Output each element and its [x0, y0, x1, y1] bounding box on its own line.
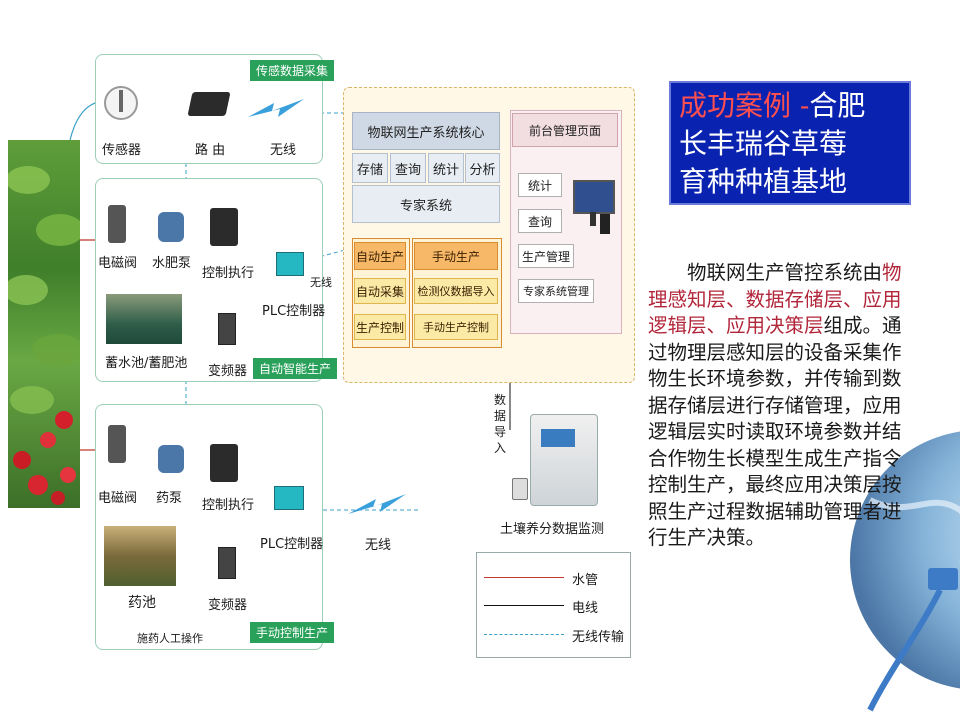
- title-suffix: 合肥: [809, 89, 866, 122]
- fertilizer-pump-icon: [158, 212, 184, 242]
- mid-valve-label: 电磁阀: [98, 256, 138, 271]
- water-pool-photo: [106, 294, 182, 344]
- manual-production-title: 手动生产: [414, 242, 498, 270]
- solenoid-valve-icon: [108, 205, 126, 243]
- bottom-valve-label: 电磁阀: [98, 491, 138, 506]
- core-expert-system: 专家系统: [352, 185, 500, 223]
- handheld-sensor-icon: [512, 478, 528, 500]
- description-text: 物联网生产管控系统由物理感知层、数据存储层、应用逻辑层、应用决策层组成。通过物理…: [648, 260, 910, 552]
- legend-wireless-label: 无线传输: [572, 630, 625, 645]
- strawberry-illustration: [8, 166, 80, 505]
- manual-spray-label: 施药人工操作: [137, 632, 203, 645]
- core-cell-query: 查询: [390, 153, 426, 183]
- router-icon: [187, 92, 231, 116]
- desc-part-1: 物联网生产管控系统由: [687, 261, 883, 284]
- mid-pump-label: 水肥泵: [152, 256, 192, 271]
- legend-water-line: [484, 577, 564, 578]
- title-prefix: 成功案例: [679, 89, 792, 122]
- core-cell-storage: 存储: [352, 153, 388, 183]
- core-title: 物联网生产系统核心: [352, 112, 500, 150]
- mid-pool-label: 蓄水池/蓄肥池: [105, 356, 188, 371]
- control-unit-icon: [210, 208, 238, 246]
- computer-tower-icon: [600, 214, 610, 234]
- legend-water-label: 水管: [572, 573, 599, 588]
- data-import-label: 数据导入: [494, 393, 507, 455]
- title-dash: -: [791, 89, 810, 122]
- desc-highlight: 物理感知层、数据存储层、应用逻辑层、应用决策层: [648, 261, 902, 337]
- auto-collect: 自动采集: [354, 278, 406, 304]
- bottom-plc-label: PLC控制器: [260, 537, 324, 552]
- bottom-pool-label: 药池: [128, 595, 156, 611]
- bottom-control-unit-icon: [210, 444, 238, 482]
- top-wireless-label: 无线: [270, 143, 297, 158]
- front-item-expert: 专家系统管理: [518, 279, 594, 303]
- bottom-plc-icon: [274, 486, 304, 510]
- plc-icon: [276, 252, 304, 276]
- globe-decoration: [850, 431, 960, 712]
- legend-wireless-line: [484, 634, 564, 635]
- computer-monitor-icon: [573, 180, 615, 214]
- title-line-1: 成功案例 -合肥: [679, 87, 901, 125]
- mid-plc-label: PLC控制器: [262, 304, 326, 319]
- soil-monitor-device-icon: [530, 414, 598, 506]
- mid-control-label: 控制执行: [202, 266, 255, 281]
- bottom-valve-icon: [108, 425, 126, 463]
- auto-production-title: 自动生产: [354, 242, 406, 270]
- router-label: 路 由: [195, 143, 226, 158]
- front-item-stats: 统计: [518, 173, 562, 197]
- desc-part-2: 组成。通过物理层感知层的设备采集作物生长环境参数，并传输到数据存储层进行存储管理…: [648, 314, 902, 549]
- bottom-inverter-label: 变频器: [208, 598, 248, 613]
- title-line-2: 长丰瑞谷草莓: [679, 127, 848, 160]
- core-cell-stats: 统计: [428, 153, 464, 183]
- inverter-icon: [218, 313, 236, 345]
- mid-wireless-label: 无线: [310, 276, 332, 289]
- title-line-3: 育种种植基地: [679, 165, 848, 198]
- legend-wire-line: [484, 605, 564, 606]
- core-cell-analysis: 分析: [465, 153, 500, 183]
- mid-inverter-label: 变频器: [208, 364, 248, 379]
- pesticide-pool-photo: [104, 526, 176, 586]
- sensor-label: 传感器: [102, 143, 142, 158]
- computer-stand-icon: [590, 212, 596, 226]
- front-item-production: 生产管理: [518, 244, 574, 268]
- sensor-icon: [104, 86, 138, 120]
- wireless-bolt-icon: [248, 99, 304, 117]
- bottom-inverter-icon: [218, 547, 236, 579]
- case-title-box: 成功案例 -合肥 长丰瑞谷草莓 育种种植基地: [669, 81, 911, 205]
- strawberry-photo: [8, 140, 80, 508]
- production-control: 生产控制: [354, 314, 406, 340]
- auto-production-tag: 自动智能生产: [253, 358, 338, 379]
- bottom-wireless-label: 无线: [365, 538, 392, 553]
- manual-production-tag: 手动控制生产: [250, 622, 335, 643]
- soil-monitor-label: 土壤养分数据监测: [500, 522, 605, 537]
- pesticide-pump-icon: [158, 445, 184, 473]
- bottom-control-label: 控制执行: [202, 498, 255, 513]
- bottom-pump-label: 药泵: [156, 491, 183, 506]
- detector-data-import: 检测仪数据导入: [414, 278, 498, 304]
- legend-wire-label: 电线: [572, 601, 599, 616]
- bottom-wireless-bolt-icon: [348, 494, 406, 514]
- front-panel-title: 前台管理页面: [512, 113, 618, 147]
- manual-production-control: 手动生产控制: [414, 314, 498, 340]
- front-item-query: 查询: [518, 209, 562, 233]
- sensor-panel-tag: 传感数据采集: [250, 60, 335, 81]
- auto-production-panel: [95, 178, 323, 382]
